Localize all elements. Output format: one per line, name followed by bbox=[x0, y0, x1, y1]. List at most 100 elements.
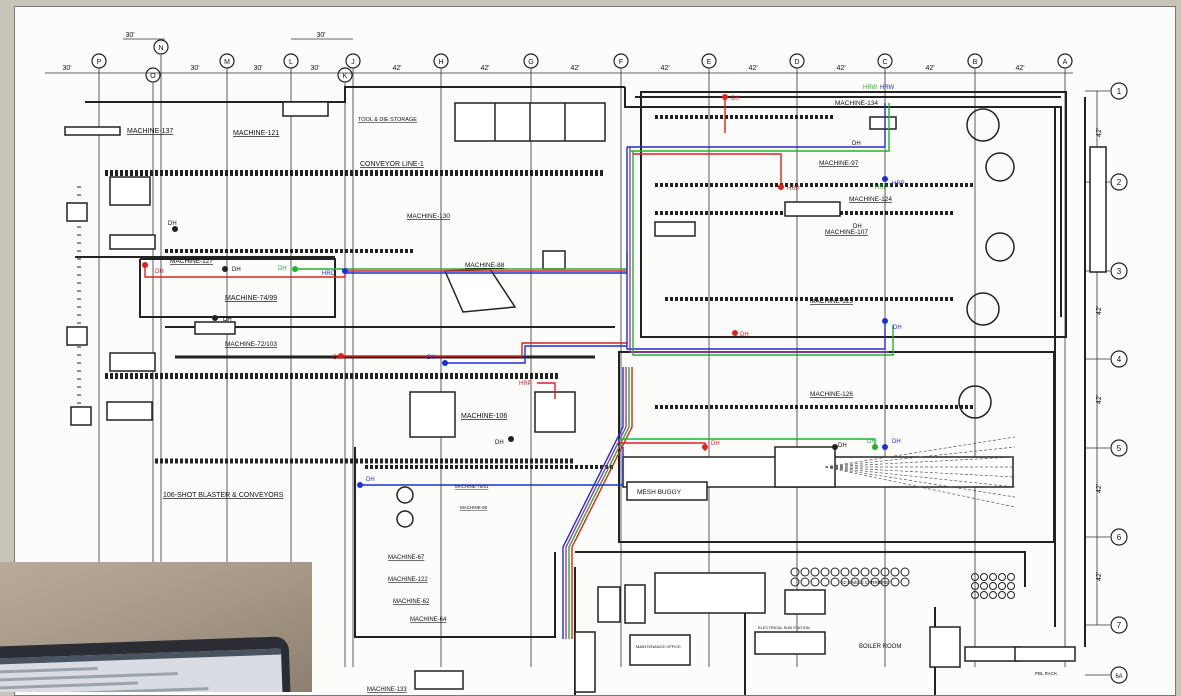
label-machine-126: MACHINE-126 bbox=[810, 391, 853, 398]
grid-bubble-m bbox=[219, 53, 235, 69]
label-machine-121: MACHINE-121 bbox=[233, 130, 279, 137]
grid-bubble-row-1 bbox=[1110, 82, 1128, 100]
callout-dh: DH bbox=[278, 266, 287, 272]
label-machine-124: MACHINE-124 bbox=[849, 196, 892, 203]
grid-row-label: 2 bbox=[1117, 178, 1122, 187]
label-machine-106: MACHINE-106 bbox=[461, 413, 507, 420]
dimension-label: 30' bbox=[190, 65, 199, 72]
label-machine-127: MACHINE-127 bbox=[170, 258, 213, 265]
single-carrier-rows bbox=[790, 436, 1016, 599]
grid-column-label: E bbox=[707, 59, 712, 66]
dimension-label: 42' bbox=[660, 65, 669, 72]
callout-hrp: HRP bbox=[892, 181, 905, 187]
callout-dh: DH bbox=[232, 267, 241, 273]
label-machine-72-103: MACHINE-72/103 bbox=[225, 341, 277, 348]
label-pbl-rack: PBL RACK bbox=[1035, 671, 1057, 676]
dimension-label: 30' bbox=[253, 65, 262, 72]
label-machine-137: MACHINE-137 bbox=[127, 128, 173, 135]
grid-column-label: P bbox=[97, 59, 102, 66]
callout-dh: DH bbox=[853, 224, 862, 230]
callout-dh: DH bbox=[731, 96, 740, 102]
grid-bubble-g bbox=[523, 53, 539, 69]
grid-row-label: 1 bbox=[1117, 87, 1122, 96]
callout-dh: DH bbox=[155, 269, 164, 275]
callout-hrw: HRW bbox=[863, 85, 878, 91]
callout-dh: DH bbox=[427, 355, 436, 361]
dimension-label: 42' bbox=[1096, 572, 1103, 581]
grid-bubble-row-4 bbox=[1110, 350, 1128, 368]
dimension-label: 42' bbox=[1096, 395, 1103, 404]
grid-bubble-k bbox=[337, 67, 353, 83]
dimension-label: 42' bbox=[836, 65, 845, 72]
dimension-label: 42' bbox=[925, 65, 934, 72]
callout-dh: DH bbox=[740, 332, 749, 338]
grid-column-label: H bbox=[438, 59, 443, 66]
grid-row-label: 6 bbox=[1117, 533, 1122, 542]
dimension-label: 42' bbox=[1096, 484, 1103, 493]
label-tool-die-storage: TOOL & DIE STORAGE bbox=[358, 117, 417, 123]
label-machine-122: MACHINE-122 bbox=[388, 577, 428, 583]
dimension-label: 30' bbox=[316, 32, 325, 39]
grid-column-label: N bbox=[158, 45, 163, 52]
callout-dh: DH bbox=[852, 141, 861, 147]
grid-row-label: 3 bbox=[1117, 267, 1122, 276]
label-machine-123: MACHINE-123 bbox=[810, 298, 853, 305]
label-machine-88: MACHINE-88 bbox=[465, 262, 505, 269]
grid-bubble-row-3 bbox=[1110, 262, 1128, 280]
grid-column-label: M bbox=[224, 59, 230, 66]
grid-bubble-c bbox=[877, 53, 893, 69]
laptop-image bbox=[0, 636, 292, 692]
grid-column-label: F bbox=[619, 59, 623, 66]
label-machine-62: MACHINE-62 bbox=[393, 599, 430, 605]
grid-bubble-j bbox=[345, 53, 361, 69]
grid-column-label: K bbox=[343, 73, 348, 80]
dimension-label: 42' bbox=[392, 65, 401, 72]
callout-dh: DH bbox=[366, 477, 375, 483]
label-machine-67: MACHINE-67 bbox=[388, 555, 425, 561]
grid-column-label: B bbox=[973, 59, 978, 66]
plan-labels: MACHINE-137 MACHINE-121 TOOL & DIE STORA… bbox=[127, 100, 1057, 693]
grid-bubble-a bbox=[1057, 53, 1073, 69]
drop-markers bbox=[142, 94, 888, 488]
callout-dh: DH bbox=[495, 440, 504, 446]
grid-bubble-row-5 bbox=[1110, 439, 1128, 457]
dimension-label: 42' bbox=[1015, 65, 1024, 72]
grid-bubble-o bbox=[145, 67, 161, 83]
callout-dh: DH bbox=[333, 355, 342, 361]
grid-row-label: 6A bbox=[1115, 674, 1122, 680]
label-machine-130: MACHINE-130 bbox=[407, 213, 450, 220]
callout-hrp: HRP bbox=[875, 185, 888, 191]
grid-bubble-n bbox=[153, 39, 169, 55]
callout-dh: DH bbox=[893, 325, 902, 331]
utility-callouts: DH DH DH DH DH DH DH HRC HRP DH DH DH HR… bbox=[155, 85, 905, 483]
building-walls bbox=[85, 86, 1086, 695]
grid-row-label: 4 bbox=[1117, 355, 1122, 364]
callout-hrp: HRP bbox=[519, 381, 532, 387]
grid-row-label: 5 bbox=[1117, 444, 1122, 453]
label-mesh-buggy: MESH BUGGY bbox=[637, 489, 682, 496]
laptop-screen bbox=[0, 648, 284, 692]
label-electrical-sub-station: ELECTRICAL SUB STATION bbox=[758, 625, 810, 630]
grid-bubble-row-2 bbox=[1110, 173, 1128, 191]
label-machine-64: MACHINE-64 bbox=[410, 617, 447, 623]
grid-bubble-b bbox=[967, 53, 983, 69]
dimension-label: 42' bbox=[1096, 128, 1103, 137]
label-boiler-room: BOILER ROOM bbox=[859, 644, 901, 650]
dimension-label: 30' bbox=[125, 32, 134, 39]
conveyor-bars bbox=[75, 115, 975, 469]
grid-bubble-f bbox=[613, 53, 629, 69]
equipment-blocks bbox=[64, 101, 1107, 693]
callout-dh: DH bbox=[867, 439, 876, 445]
utility-pipe-runs bbox=[144, 97, 894, 639]
grid-bubble-l bbox=[283, 53, 299, 69]
label-machine-74-99: MACHINE-74/99 bbox=[225, 295, 277, 302]
callout-hrc: HRC bbox=[322, 271, 336, 277]
label-maintenance-office: MAINTENANCE OFFICE bbox=[636, 644, 681, 649]
grid-row-label: 7 bbox=[1117, 621, 1122, 630]
dimension-label: 42' bbox=[1096, 306, 1103, 315]
dimension-label: 30' bbox=[310, 65, 319, 72]
label-machine-60: MACHINE-60 bbox=[460, 505, 488, 510]
label-machine-75-51: MACHINE-75/51 bbox=[455, 484, 489, 489]
grid-column-label: A bbox=[1063, 59, 1068, 66]
